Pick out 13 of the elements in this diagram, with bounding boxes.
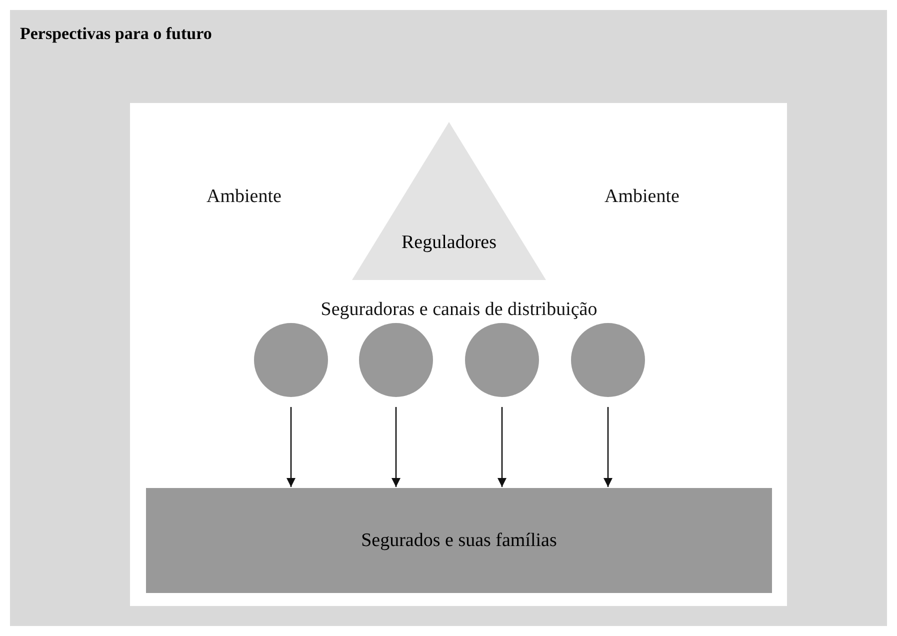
arrow — [286, 407, 296, 487]
box-label: Segurados e suas famílias — [361, 530, 557, 552]
panel-title: Perspectivas para o futuro — [20, 24, 212, 44]
card-background — [130, 103, 787, 606]
region-label: Ambiente — [206, 186, 282, 208]
group-box — [146, 488, 772, 593]
region-label: Ambiente — [604, 186, 680, 208]
arrow — [392, 407, 400, 487]
group-heading: Seguradoras e canais de distribuição — [320, 299, 598, 321]
arrow — [604, 407, 612, 487]
triangle-label: Reguladores — [402, 232, 496, 254]
panel-background — [10, 10, 887, 626]
arrow — [498, 407, 506, 487]
